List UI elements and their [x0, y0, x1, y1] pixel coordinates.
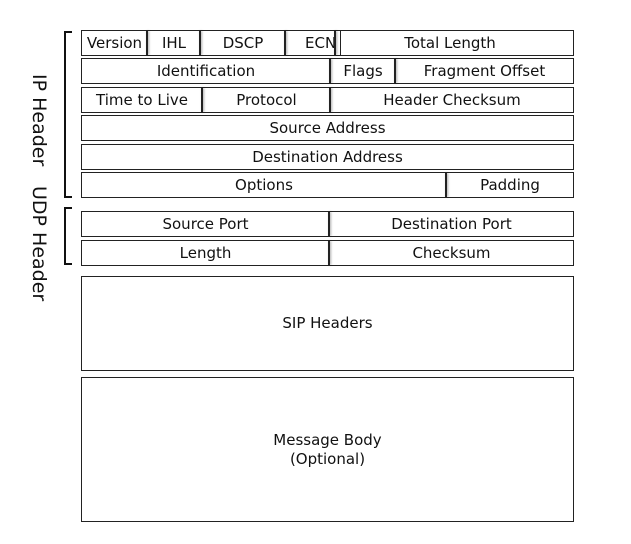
separator	[146, 31, 148, 55]
field-options: Options	[81, 172, 447, 198]
field-header-checksum: Header Checksum	[330, 87, 574, 113]
separator	[445, 173, 447, 197]
udp-header-bracket	[64, 207, 72, 265]
separator	[328, 241, 330, 265]
field-source-port: Source Port	[81, 211, 330, 237]
separator	[394, 59, 396, 83]
message-body-box: Message Body (Optional)	[81, 377, 574, 522]
separator	[284, 31, 286, 55]
field-protocol: Protocol	[202, 87, 331, 113]
field-identification: Identification	[81, 58, 331, 84]
separator	[329, 59, 331, 83]
udp-header-label: UDP Header	[28, 186, 50, 302]
field-padding: Padding	[446, 172, 574, 198]
field-checksum: Checksum	[329, 240, 574, 266]
separator	[334, 31, 336, 55]
field-ecn: ECN	[285, 30, 341, 56]
ip-header-label: IP Header	[28, 74, 50, 167]
sip-headers-box: SIP Headers	[81, 276, 574, 371]
ip-header-bracket	[64, 31, 72, 198]
separator	[199, 31, 201, 55]
field-destination-address: Destination Address	[81, 144, 574, 170]
field-fragment-offset: Fragment Offset	[395, 58, 574, 84]
separator	[201, 88, 203, 112]
field-length: Length	[81, 240, 330, 266]
message-body-optional-label: (Optional)	[289, 449, 366, 468]
sip-headers-label: SIP Headers	[282, 314, 373, 332]
field-time-to-live: Time to Live	[81, 87, 203, 113]
field-dscp: DSCP	[200, 30, 286, 56]
field-destination-port: Destination Port	[329, 211, 574, 237]
field-total-length: Total Length	[340, 30, 574, 56]
message-body-label: Message Body	[273, 430, 382, 449]
field-source-address: Source Address	[81, 115, 574, 141]
separator	[329, 88, 331, 112]
field-version: Version	[81, 30, 148, 56]
field-ihl: IHL	[147, 30, 201, 56]
separator	[328, 212, 330, 236]
field-flags: Flags	[330, 58, 396, 84]
